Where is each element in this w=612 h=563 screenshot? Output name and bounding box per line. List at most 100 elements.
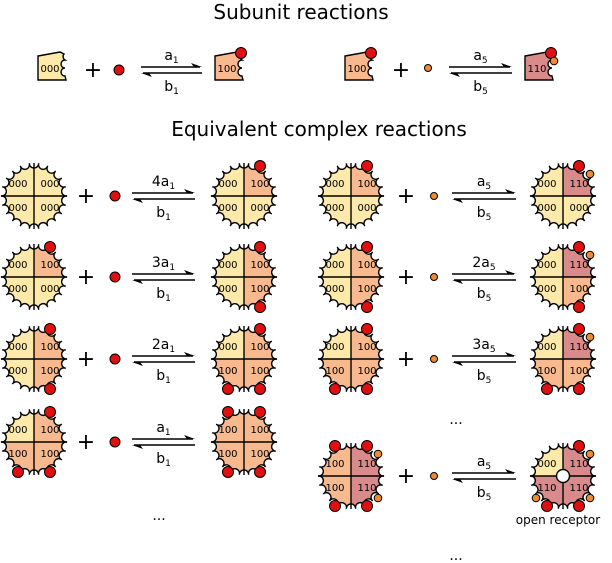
ligand-b-free	[430, 355, 438, 363]
quadrant-state-label: 000	[40, 179, 59, 190]
quadrant-state-label: 110	[357, 459, 376, 470]
ligand-a-bound	[329, 500, 341, 512]
ligand-a-bound	[573, 323, 585, 335]
ligand-a-bound	[222, 406, 234, 418]
ligand-a-bound	[222, 383, 234, 395]
plus-sign: +	[392, 58, 410, 83]
quadrant-state-label: 100	[40, 449, 59, 460]
quadrant-state-label: 000	[537, 203, 556, 214]
ligand-a-bound	[254, 406, 266, 418]
subunit-100-b: 100	[344, 47, 377, 81]
ligand-a-bound	[12, 466, 24, 478]
plus-sign: +	[397, 265, 415, 290]
quadrant-state-label: 000	[325, 260, 344, 271]
quadrant-state-label: 000	[218, 342, 237, 353]
quadrant-state-label: 100	[250, 260, 269, 271]
ligand-a-bound	[573, 241, 585, 253]
ligand-a-bound	[235, 47, 247, 59]
quadrant-state-label: 100	[250, 425, 269, 436]
forward-rate-label: 2a1	[152, 337, 175, 355]
quadrant-state-label: 000	[537, 284, 556, 295]
quadrant-state-label: 100	[250, 342, 269, 353]
quadrant-state-label: 100	[325, 483, 344, 494]
quadrant-state-label: 000	[8, 425, 27, 436]
complex-left-reactant-1: 000 000 000 000	[0, 163, 68, 229]
plus-sign: +	[397, 464, 415, 489]
ligand-a-bound	[361, 440, 373, 452]
ligand-b-bound	[585, 449, 595, 459]
complex-left-arrows-3: 2a1 b1	[132, 337, 195, 386]
ligand-a-bound	[254, 323, 266, 335]
ligand-a-bound	[573, 383, 585, 395]
quadrant-state-label: 110	[569, 483, 588, 494]
reverse-rate-label: b5	[477, 485, 492, 503]
quadrant-state-label: 000	[8, 342, 27, 353]
ligand-a-bound	[541, 500, 553, 512]
open-channel-icon	[555, 468, 571, 484]
quadrant-state-label: 100	[357, 366, 376, 377]
ligand-b-bound	[585, 250, 595, 260]
ellipsis-right-middle: ...	[449, 412, 462, 428]
quadrant-state-label: 000	[40, 203, 59, 214]
ligand-a-bound	[573, 160, 585, 172]
title-subunit-reactions: Subunit reactions	[213, 0, 388, 24]
forward-rate-label: 4a1	[152, 174, 175, 192]
quadrant-state-label: 000	[537, 342, 556, 353]
ligand-a-bound	[254, 466, 266, 478]
ligand-a-bound	[44, 241, 56, 253]
quadrant-state-label: 000	[569, 203, 588, 214]
quadrant-state-label: 100	[40, 342, 59, 353]
ligand-a-free	[109, 353, 121, 365]
plus-sign: +	[77, 347, 95, 372]
ligand-a-bound	[329, 383, 341, 395]
subunit-100: 100	[214, 47, 247, 81]
forward-rate-label: a1	[156, 420, 170, 438]
quadrant-state-label: 000	[8, 366, 27, 377]
quadrant-state-label: 000	[537, 459, 556, 470]
ligand-a-bound	[254, 160, 266, 172]
ligand-b-bound	[585, 493, 595, 503]
ligand-b-bound	[549, 56, 559, 66]
ligand-a-bound	[361, 160, 373, 172]
quadrant-state-label: 000	[325, 179, 344, 190]
reverse-rate-label: b1	[156, 451, 171, 469]
ligand-a-bound	[365, 47, 377, 59]
ellipsis-right-bottom: ...	[449, 548, 462, 563]
reverse-rate-label: b5	[477, 286, 492, 304]
quadrant-state-label: 000	[8, 203, 27, 214]
reverse-rate-label: b1	[164, 79, 179, 97]
quadrant-state-label: 000	[357, 203, 376, 214]
ligand-a-bound	[361, 301, 373, 313]
ligand-a-bound	[329, 440, 341, 452]
reverse-rate-label: b1	[156, 286, 171, 304]
reverse-rate-label: b1	[156, 368, 171, 386]
subunit-state-label: 110	[527, 64, 546, 75]
quadrant-state-label: 110	[569, 459, 588, 470]
ligand-a-free	[109, 436, 121, 448]
ligand-a-bound	[361, 241, 373, 253]
open-receptor-label: open receptor	[516, 513, 600, 527]
ligand-a-bound	[254, 301, 266, 313]
quadrant-state-label: 100	[325, 366, 344, 377]
title-equivalent-complex-reactions: Equivalent complex reactions	[171, 117, 467, 141]
quadrant-state-label: 110	[357, 483, 376, 494]
ligand-b-free	[430, 273, 438, 281]
quadrant-state-label: 000	[8, 284, 27, 295]
ligand-b-free	[424, 64, 432, 72]
quadrant-state-label: 000	[8, 179, 27, 190]
ligand-a-bound	[573, 500, 585, 512]
plus-sign: +	[84, 58, 102, 83]
quadrant-state-label: 000	[325, 284, 344, 295]
